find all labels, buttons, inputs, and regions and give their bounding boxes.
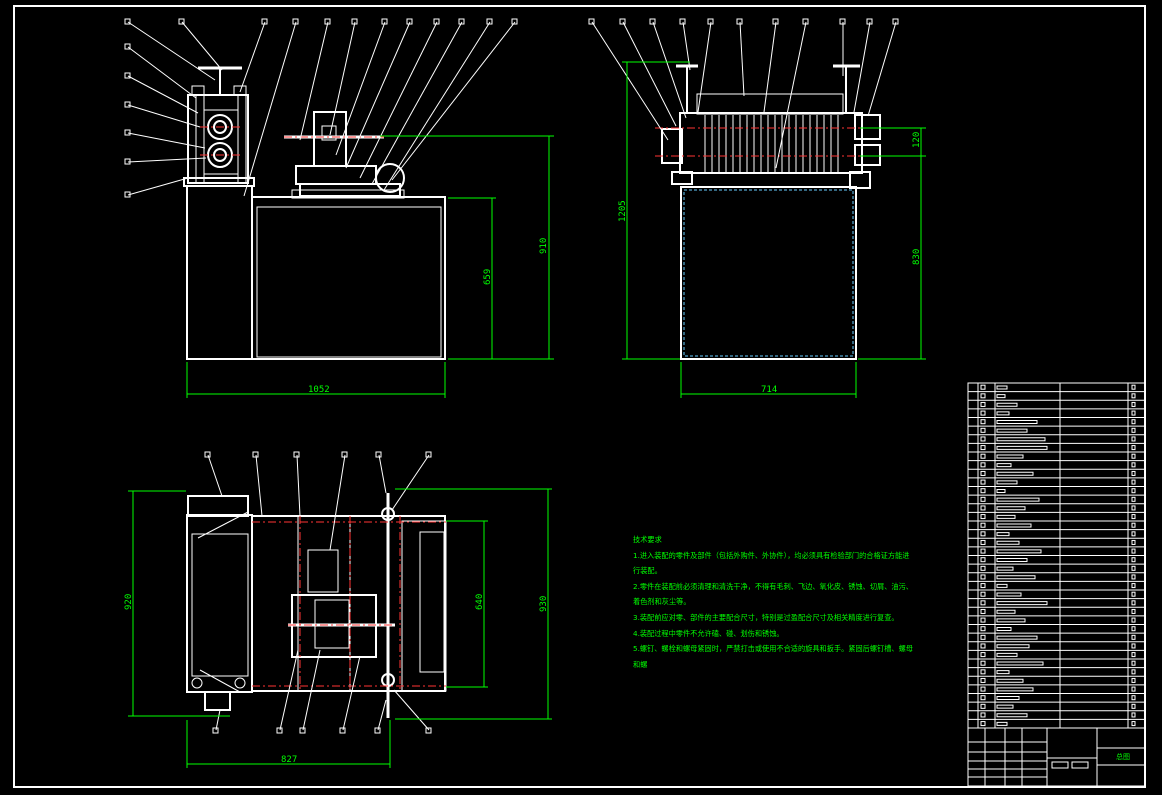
sheet-border	[13, 5, 1146, 788]
dim-side-width: 714	[761, 385, 777, 395]
top-dimension-lines	[128, 488, 552, 768]
dim-front-total-height: 910	[539, 238, 549, 254]
side-centerlines	[655, 127, 885, 157]
top-view	[186, 493, 447, 718]
note-line: 着色剂和灰尘等。	[633, 597, 691, 607]
side-view	[661, 64, 881, 360]
dim-side-upper-height: 120	[912, 132, 922, 148]
side-view-roll-rings	[704, 115, 839, 172]
note-line: 3.装配前应对零、部件的主要配合尺寸，特别是过盈配合尺寸及相关精度进行复查。	[633, 612, 899, 622]
technical-requirements-note: 技术要求 1.进入装配的零件及部件（包括外购件、外协件），均必须具有检验部门的合…	[633, 532, 913, 672]
dim-top-depth: 920	[124, 594, 134, 610]
front-view	[183, 66, 446, 360]
front-dimension-lines	[186, 135, 554, 398]
front-leader-tags	[124, 18, 518, 198]
top-centerlines	[252, 516, 446, 692]
dim-top-inner-depth: 640	[475, 594, 485, 610]
top-leaders	[207, 454, 430, 731]
dim-front-table-height: 659	[483, 269, 493, 285]
side-leaders	[591, 21, 897, 169]
note-line: 和螺	[633, 659, 648, 669]
parts-list-table	[967, 382, 1146, 729]
note-line: 2.零件在装配前必须清理和清洗干净，不得有毛刺、飞边、氧化皮、锈蚀、切屑、油污、	[633, 581, 913, 591]
side-dimension-lines	[622, 61, 926, 398]
note-line: 行装配。	[633, 566, 662, 576]
top-leader-tags	[204, 451, 432, 734]
title-block-drawing-label: 总图	[1116, 752, 1130, 761]
dim-top-width: 827	[281, 755, 297, 765]
dim-side-total-height: 1205	[618, 200, 628, 222]
dim-front-width: 1052	[308, 385, 330, 395]
dim-top-depth-right: 930	[539, 596, 549, 612]
note-title: 技术要求	[633, 535, 662, 544]
title-block	[967, 727, 1146, 787]
side-leader-tags	[588, 18, 899, 25]
front-centerlines	[200, 126, 384, 156]
front-leaders	[127, 21, 516, 197]
dim-side-table-height: 830	[912, 249, 922, 265]
note-line: 4.装配过程中零件不允许磕、碰、划伤和锈蚀。	[633, 628, 784, 638]
note-line: 1.进入装配的零件及部件（包括外购件、外协件），均必须具有检验部门的合格证方能进	[633, 550, 910, 560]
note-line: 5.螺钉、螺栓和螺母紧固时，严禁打击或使用不合适的旋具和扳手。紧固后螺钉槽、螺母	[633, 644, 913, 654]
